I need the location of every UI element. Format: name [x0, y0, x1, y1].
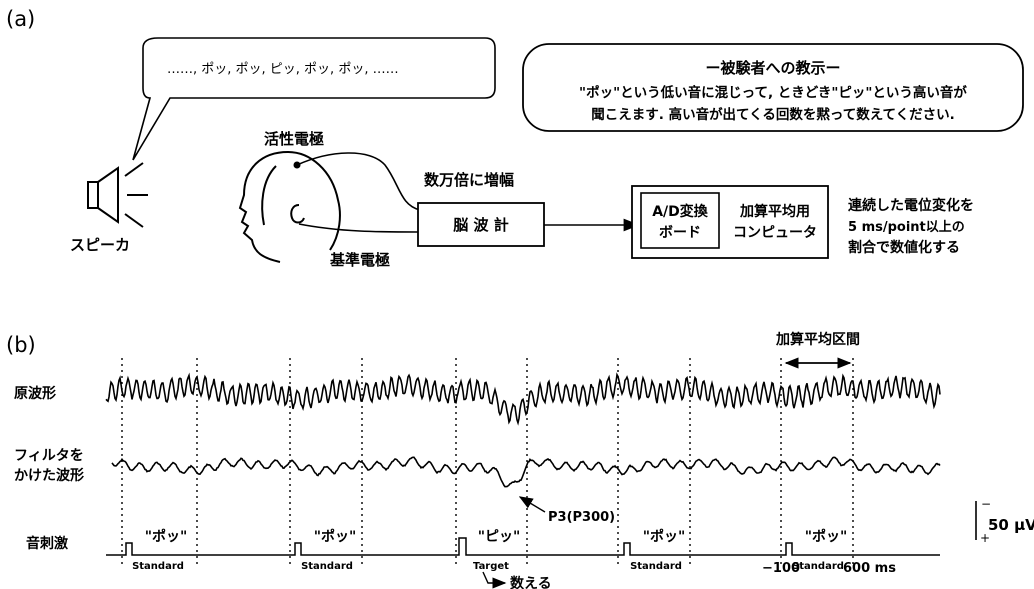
stimulus-type-label: Standard: [301, 561, 353, 572]
stimulus-type-label: Standard: [132, 561, 184, 572]
count-arrow: [482, 571, 507, 589]
stimulus-sound-label: "ポッ": [643, 528, 686, 545]
amplify-label: 数万倍に増幅: [424, 171, 514, 189]
p3-arrow: [518, 496, 546, 513]
computer-line-1: 加算平均用: [739, 203, 810, 220]
averaging-interval-label: 加算平均区間: [775, 331, 860, 348]
panel-a-label: (a): [6, 7, 35, 31]
scale-plus: +: [980, 531, 990, 545]
filtered-eeg-waveform: [111, 456, 941, 488]
stimulus-sound-label: "ポッ": [314, 528, 357, 545]
time-end-label: 600 ms: [843, 561, 896, 576]
eeg-amplifier-label: 脳 波 計: [453, 216, 508, 234]
row-label-filtered-1: フィルタを: [14, 448, 84, 464]
stimulus-type-label: Standard: [630, 561, 682, 572]
stimulus-trace: [106, 537, 940, 556]
active-electrode-wire: [296, 152, 421, 211]
stimulus-type-label: Standard: [792, 561, 844, 572]
time-start-label: −100: [762, 561, 800, 576]
reference-electrode-label: 基準電極: [329, 251, 390, 269]
head-profile-icon: [238, 150, 341, 263]
ad-board-line-2: ボード: [659, 225, 701, 241]
stimulus-type-label: Target: [473, 561, 509, 572]
stimulus-sound-label: "ポッ": [805, 528, 848, 545]
stimulus-sound-label: "ポッ": [145, 528, 188, 545]
speech-bubble-text: ……, ポッ, ポッ, ピッ, ポッ, ポッ, ……: [167, 62, 399, 77]
speaker-label: スピーカ: [70, 236, 130, 254]
stimulus-labels: "ポッ" Standard "ポッ" Standard "ピッ" Target "ポッ" St…: [132, 528, 847, 572]
instruction-line-1: "ポッ"という低い音に混じって, ときどき"ピッ"という高い音が: [579, 84, 967, 101]
active-electrode-label: 活性電極: [264, 130, 324, 148]
row-label-stimulus: 音刺激: [26, 535, 68, 552]
raw-eeg-waveform: [105, 372, 941, 426]
ad-board-box: [640, 192, 720, 249]
scale-minus: −: [981, 497, 991, 511]
digitize-line-1: 連続した電位変化を: [848, 197, 974, 214]
instruction-line-2: 聞こえます. 高い音が出てくる回数を黙って数えてください.: [591, 106, 955, 123]
speaker-icon: [87, 162, 148, 228]
reference-electrode-wire: [298, 223, 419, 233]
panel-b-label: (b): [6, 333, 36, 357]
ad-board-line-1: A/D変換: [652, 203, 709, 220]
count-label: 数える: [510, 575, 552, 589]
instruction-title: ー被験者への教示ー: [705, 59, 840, 77]
eeg-amplifier-box: [417, 202, 545, 247]
scale-value: 50 μV: [988, 516, 1034, 534]
stimulus-sound-label: "ピッ": [478, 529, 521, 545]
computer-line-2: コンピュータ: [733, 225, 817, 241]
speech-bubble: [132, 37, 496, 161]
p3-label: P3(P300): [548, 510, 615, 525]
row-label-filtered-2: かけた波形: [14, 467, 84, 484]
digitize-line-2: 5 ms/point以上の: [848, 220, 965, 235]
digitize-line-3: 割合で数値化する: [848, 239, 960, 256]
row-label-raw: 原波形: [14, 385, 56, 402]
instruction-box: [522, 43, 1024, 132]
